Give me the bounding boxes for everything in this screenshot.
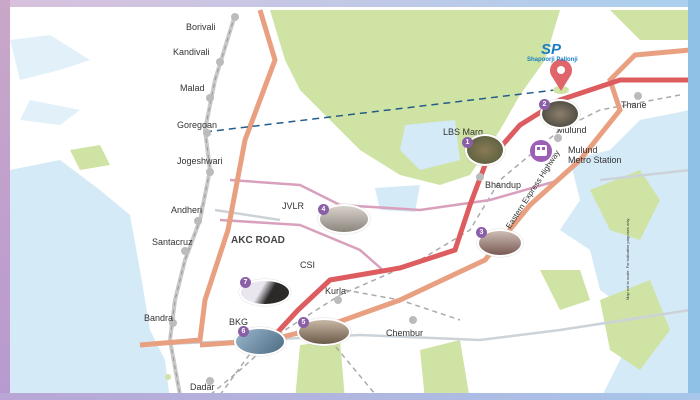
akc-road xyxy=(219,218,386,273)
landmark-badge-4: 4 xyxy=(318,204,329,215)
station-dots xyxy=(165,13,642,385)
western-express-highway xyxy=(139,9,278,348)
creek-west xyxy=(10,35,90,125)
landmark-badge-5: 5 xyxy=(298,317,309,328)
landmark-photo-6[interactable] xyxy=(234,327,286,356)
road-label-bkc: BKG xyxy=(229,317,249,327)
forest-top-right xyxy=(610,10,690,40)
jvlr-road xyxy=(229,178,561,212)
frame-bottom xyxy=(0,393,700,400)
landmark-badge-6: 6 xyxy=(238,326,249,337)
svg-text:SP: SP xyxy=(541,41,562,58)
station-label-andheri: Andheri xyxy=(171,205,203,215)
brand-logo-icon: SP xyxy=(541,41,562,58)
brand-name: Shapoorji Pallonji xyxy=(527,57,578,63)
station-label-santacruz: Santacruz xyxy=(152,237,193,247)
station-label-bandra: Bandra xyxy=(144,313,174,323)
station-label-thane: Thane xyxy=(621,100,647,110)
metro-label-line2: Metro Station xyxy=(568,155,622,165)
mangrove xyxy=(70,145,670,400)
road-label-csi: CSI xyxy=(300,260,316,270)
road-label-lbs: LBS Marg xyxy=(443,127,484,137)
landmark-photo-4[interactable] xyxy=(318,204,370,234)
frame-top xyxy=(0,0,700,7)
station-label-bhandup: Bhandup xyxy=(485,180,522,190)
landmark-photo-3[interactable] xyxy=(477,229,523,257)
map-disclaimer: Map not to scale. For indicative purpose… xyxy=(625,217,630,300)
station-label-kurla: Kurla xyxy=(325,286,347,296)
metro-label-line1: Mulund xyxy=(568,145,598,155)
station-label-goregoan: Goregoan xyxy=(177,120,218,130)
station-label-malad: Malad xyxy=(180,83,205,93)
landmark-badge-2: 2 xyxy=(539,99,550,110)
station-label-dadar: Dadar xyxy=(190,382,215,392)
road-label-akc: AKC ROAD xyxy=(231,235,285,246)
metro-station-label: Mulund Metro Station xyxy=(568,145,622,165)
project-location-pin-icon xyxy=(550,59,572,94)
sea-west xyxy=(10,160,170,400)
station-label-jogeshwari: Jogeshwari xyxy=(177,156,223,166)
landmark-badge-1: 1 xyxy=(462,137,473,148)
frame-left xyxy=(0,0,10,400)
landmark-badge-3: 3 xyxy=(476,227,487,238)
station-label-mulund: Mulund xyxy=(557,125,587,135)
lakes xyxy=(375,120,460,212)
frame-right xyxy=(688,0,700,400)
lbs-road xyxy=(273,77,690,337)
central-railway xyxy=(209,94,681,396)
project-link xyxy=(204,89,556,133)
metro-train-icon xyxy=(530,140,552,162)
station-label-kandivali: Kandivali xyxy=(173,47,210,57)
station-label-borivali: Borivali xyxy=(186,22,216,32)
landmark-badge-7: 7 xyxy=(240,277,251,288)
road-label-jvlr: JVLR xyxy=(282,201,305,211)
station-label-chembur: Chembur xyxy=(386,328,424,338)
